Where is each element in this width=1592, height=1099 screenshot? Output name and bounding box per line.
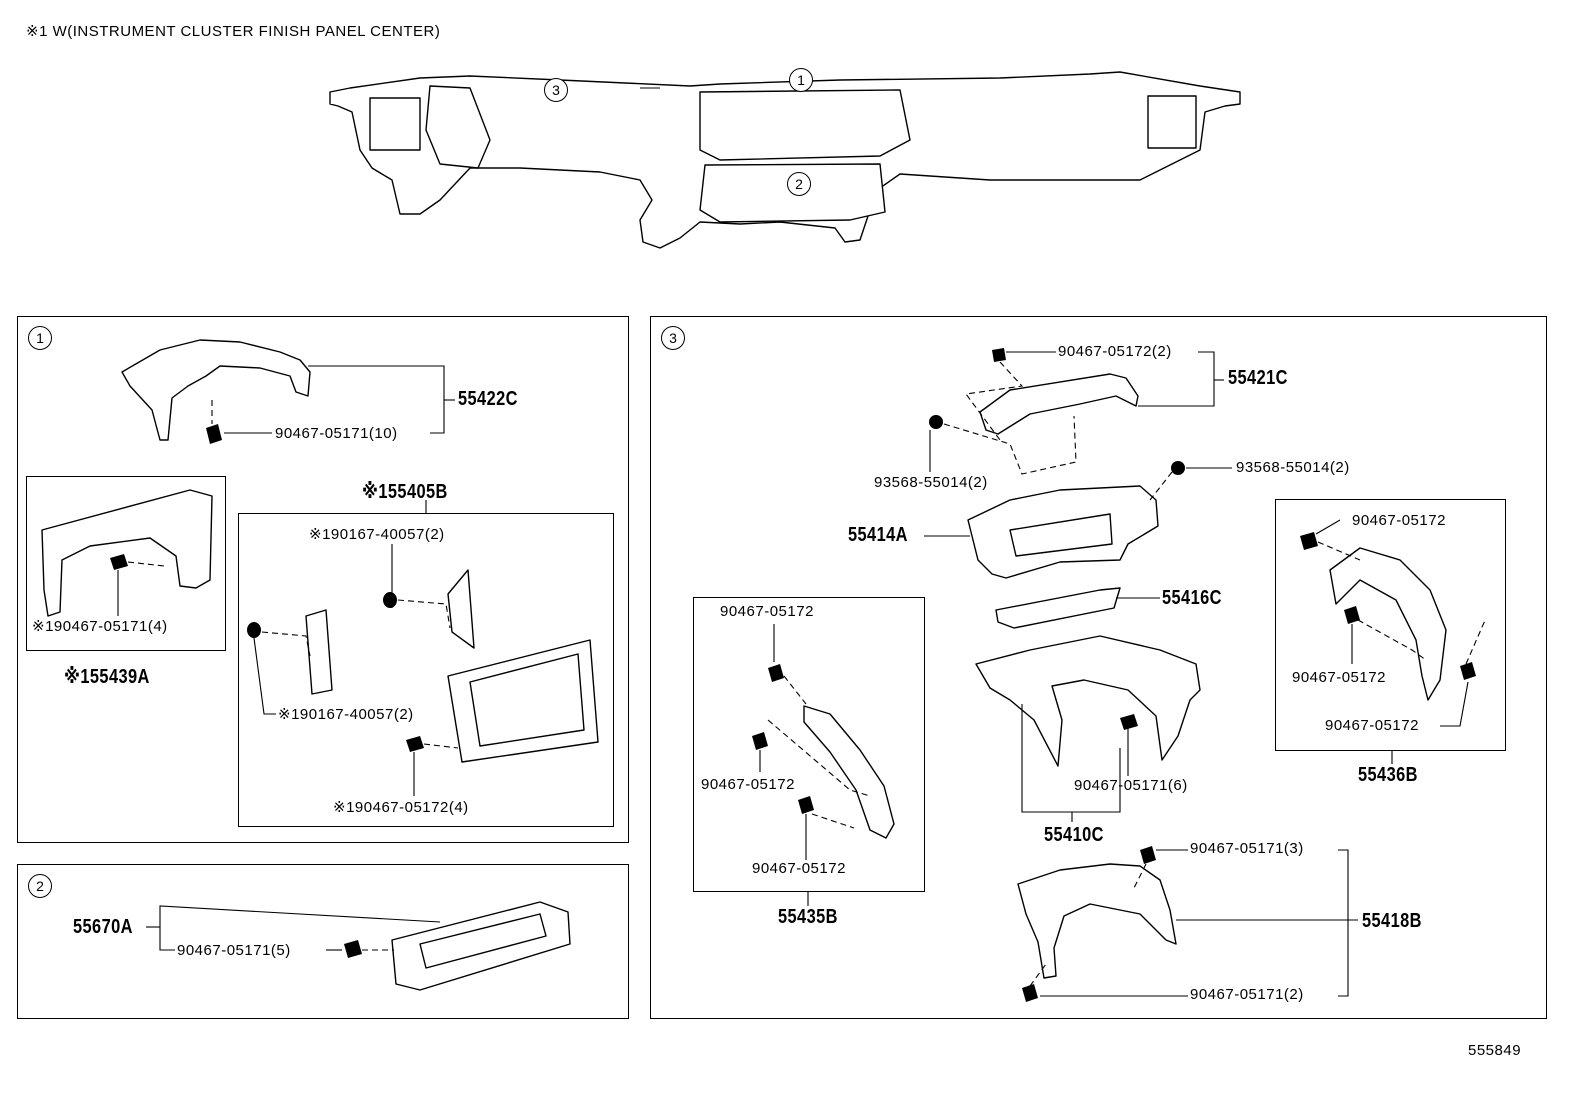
section-1-callout: 1 [28,326,52,350]
box-55435b [693,597,925,892]
label-clip-05171-2: 90467-05171(2) [1190,986,1304,1003]
box-55436b [1275,499,1506,751]
label-55421c: 55421C [1228,367,1288,389]
clip-55421c-drawing [992,348,1006,362]
section-1-frame [17,316,629,843]
screw-55405b-top-drawing [383,592,397,608]
label-clip-05171-4: ※190467-05171(4) [32,618,168,635]
label-55410c: 55410C [1044,824,1104,846]
box-55439a [26,476,226,651]
label-screw-40057-top: ※190167-40057(2) [309,526,445,543]
label-clip-05171-6: 90467-05171(6) [1074,777,1188,794]
part-55436b-drawing [1329,547,1447,701]
bracket-top-drawing [447,569,475,649]
label-clip-05171-3: 90467-05171(3) [1190,840,1304,857]
label-clip-05172-4: ※190467-05172(4) [333,799,469,816]
label-55435b-clip-mid: 90467-05172 [701,776,795,793]
label-55439a: ※155439A [64,666,150,688]
label-55414a: 55414A [848,524,908,546]
clip-55436b-mid-drawing [1344,606,1360,624]
label-55418b: 55418B [1362,910,1422,932]
clip-55439a-drawing [110,554,128,570]
clip-55418b-top-drawing [1140,846,1156,864]
label-55670a: 55670A [73,916,133,938]
clip-55418b-bottom-drawing [1022,984,1038,1002]
part-55418b-drawing [1017,863,1177,979]
clip-55435b-top-drawing [768,664,784,682]
section-2-callout: 2 [28,874,52,898]
label-55405b: ※155405B [362,481,448,503]
part-55414a-drawing [967,485,1159,579]
label-55436b-clip-top: 90467-05172 [1352,512,1446,529]
screw-55414a-drawing [1171,461,1185,475]
label-screw-55014-left: 93568-55014(2) [874,474,988,491]
section-3-callout: 3 [661,326,685,350]
label-clip-05172-2: 90467-05172(2) [1058,343,1172,360]
overview-callout-2: 2 [787,172,811,196]
overview-callout-1: 1 [789,68,813,92]
part-55670a-drawing [391,901,571,991]
label-55422c: 55422C [458,388,518,410]
clip-55422c-drawing [206,424,222,444]
part-55422c-drawing [121,339,311,441]
label-55436b: 55436B [1358,764,1418,786]
clip-55435b-bottom-drawing [798,796,814,814]
screw-55405b-left-drawing [247,622,261,638]
section-3-frame [650,316,1547,1019]
part-55421c-drawing [979,373,1139,435]
label-55435b-clip-bottom: 90467-05172 [752,860,846,877]
clip-55436b-bottom-drawing [1460,662,1476,680]
label-55436b-clip-mid: 90467-05172 [1292,669,1386,686]
clip-55410c-drawing [1120,714,1138,730]
label-55436b-clip-bottom: 90467-05172 [1325,717,1419,734]
part-55439a-drawing [41,489,213,617]
dashboard-overview-drawing [329,71,1241,249]
label-55435b-clip-top: 90467-05172 [720,603,814,620]
label-screw-40057-bottom: ※190167-40057(2) [278,706,414,723]
clip-55670a-drawing [344,940,362,958]
clip-55405b-drawing [406,736,424,752]
diagram-id: 555849 [1468,1042,1522,1059]
part-55435b-drawing [803,705,895,839]
part-55416c-drawing [995,587,1121,629]
label-55435b: 55435B [778,906,838,928]
clip-55436b-top-drawing [1300,532,1318,550]
screw-55421c-left-drawing [929,415,943,429]
part-55405b-drawing [447,639,599,763]
label-screw-55014-right: 93568-55014(2) [1236,459,1350,476]
label-clip-05171-5: 90467-05171(5) [177,942,291,959]
header-note: ※1 W(INSTRUMENT CLUSTER FINISH PANEL CEN… [26,23,441,40]
overview-callout-3: 3 [544,78,568,102]
clip-55435b-mid-drawing [752,732,768,750]
bracket-left-drawing [305,609,333,695]
part-55410c-drawing [975,635,1201,767]
label-clip-05171-10: 90467-05171(10) [275,425,398,442]
section-2-frame [17,864,629,1019]
label-55416c: 55416C [1162,587,1222,609]
